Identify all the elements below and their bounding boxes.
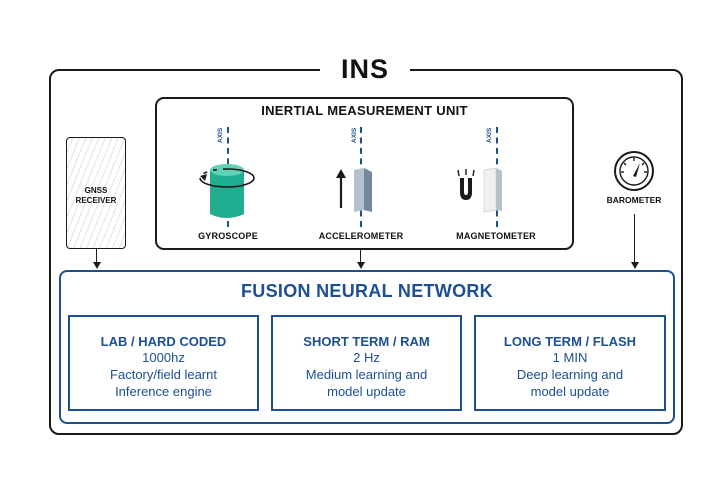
gnss-label: GNSS RECEIVER <box>66 186 126 206</box>
short-term-ram-desc-1: Medium learning and <box>305 367 428 382</box>
long-term-flash-box: LONG TERM / FLASH 1 MIN Deep learning an… <box>474 315 666 411</box>
magnetometer-icon <box>457 167 502 213</box>
long-term-flash-desc-1: Deep learning and <box>516 367 624 382</box>
lab-hard-coded-desc-1: Factory/field learnt <box>110 367 217 382</box>
magnetometer-axis-label: AXIS <box>486 127 493 143</box>
gnss-connector <box>96 249 97 263</box>
imu-connector <box>360 250 361 263</box>
lab-hard-coded-box: LAB / HARD CODED 1000hz Factory/field le… <box>68 315 259 411</box>
lab-hard-coded-desc-2: Inference engine <box>115 384 212 399</box>
short-term-ram-box: SHORT TERM / RAM 2 Hz Medium learning an… <box>271 315 462 411</box>
magnetometer-label: MAGNETOMETER <box>456 231 536 241</box>
short-term-ram-rate: 2 Hz <box>353 350 380 365</box>
gyroscope-label: GYROSCOPE <box>198 231 258 241</box>
barometer-label: BAROMETER <box>606 195 662 205</box>
fusion-network-frame <box>59 270 675 424</box>
long-term-flash-title: LONG TERM / FLASH <box>503 334 637 349</box>
gauge-icon <box>614 151 654 191</box>
long-term-flash-rate: 1 MIN <box>552 350 588 365</box>
lab-hard-coded-title: LAB / HARD CODED <box>100 334 227 349</box>
long-term-flash-desc-2: model update <box>530 384 610 399</box>
accelerometer-axis-label: AXIS <box>351 127 358 143</box>
gyroscope-icon <box>199 164 255 218</box>
ins-title: INS <box>320 52 410 86</box>
short-term-ram-desc-2: model update <box>327 384 406 399</box>
barometer-arrow-head <box>631 262 639 269</box>
gnss-label-line2: RECEIVER <box>75 196 117 205</box>
lab-hard-coded-rate: 1000hz <box>142 350 185 365</box>
gnss-receiver <box>66 137 126 249</box>
accelerometer-icon <box>336 168 372 212</box>
imu-title: INERTIAL MEASUREMENT UNIT <box>261 103 468 118</box>
short-term-ram-title: SHORT TERM / RAM <box>303 334 430 349</box>
gnss-arrow-head <box>93 262 101 269</box>
accelerometer-label: ACCELEROMETER <box>318 231 404 241</box>
gyroscope-axis-label: AXIS <box>217 127 224 143</box>
fusion-network-title: FUSION NEURAL NETWORK <box>241 281 493 301</box>
gnss-label-line1: GNSS <box>84 186 108 195</box>
barometer-connector <box>634 214 635 263</box>
imu-arrow-head <box>357 262 365 269</box>
